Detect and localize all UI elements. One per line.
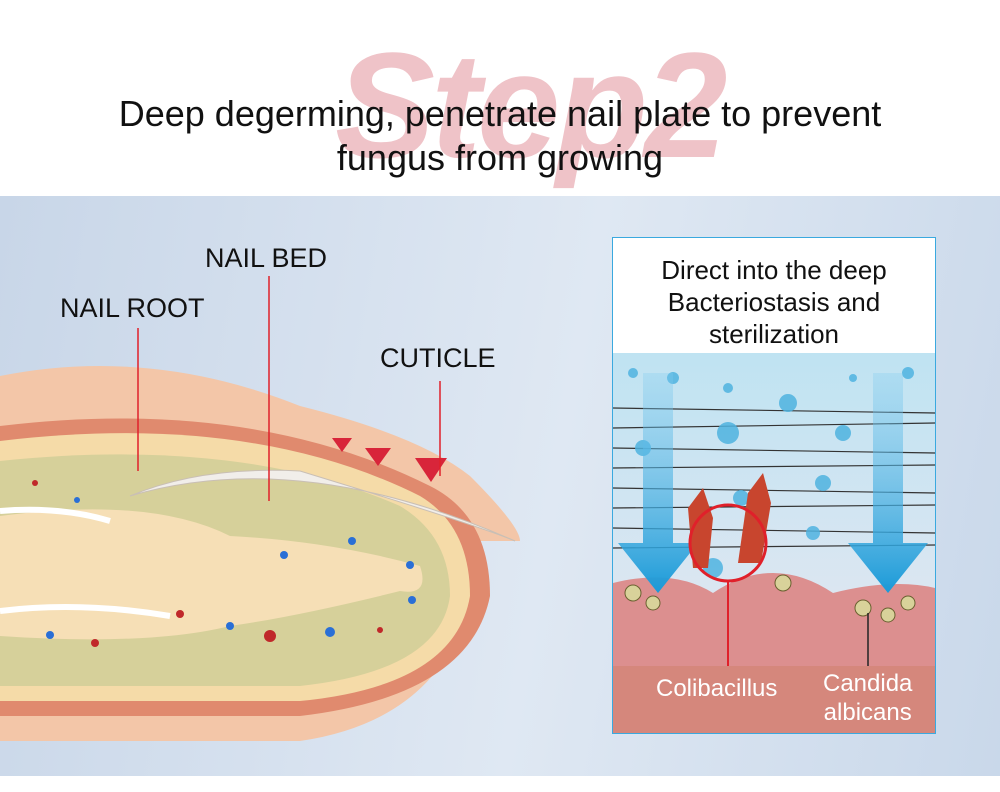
microscopic-illustration bbox=[613, 353, 935, 666]
label-nail-bed: NAIL BED bbox=[205, 243, 328, 273]
label-band: Colibacillus Candida albicans bbox=[613, 666, 935, 733]
step-watermark: Step2 bbox=[335, 21, 727, 189]
label-cuticle: CUTICLE bbox=[380, 343, 496, 373]
label-candida: Candida bbox=[823, 670, 913, 697]
label-nail-root: NAIL ROOT bbox=[60, 293, 205, 323]
headline: Deep degerming, penetrate nail plate to … bbox=[0, 92, 1000, 180]
label-colibacillus: Colibacillus bbox=[656, 675, 778, 702]
label-albicans: albicans bbox=[823, 699, 912, 726]
bacteriostasis-panel: Direct into the deep Bacteriostasis and … bbox=[612, 237, 936, 734]
panel-title-line-2: Bacteriostasis and bbox=[667, 287, 881, 317]
label-candida-albicans: Candida albicans bbox=[823, 669, 912, 727]
headline-line-2: fungus from growing bbox=[336, 137, 664, 178]
panel-title-line-1: Direct into the deep bbox=[661, 255, 887, 285]
finger-cross-section-illustration bbox=[0, 276, 520, 741]
panel-title-line-3: sterilization bbox=[708, 319, 840, 349]
panel-title: Direct into the deep Bacteriostasis and … bbox=[613, 254, 935, 350]
headline-line-1: Deep degerming, penetrate nail plate to … bbox=[118, 93, 882, 134]
